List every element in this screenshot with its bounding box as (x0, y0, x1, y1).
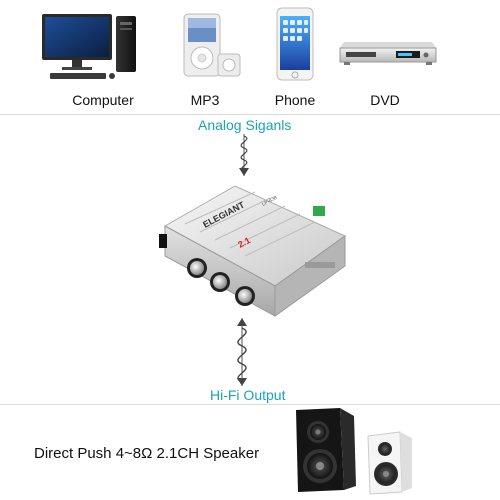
speakers-image (296, 408, 412, 495)
source-label-dvd: DVD (370, 92, 400, 108)
mp3-player-icon (183, 13, 241, 77)
source-label-computer: Computer (72, 92, 134, 108)
dvd-player-icon (339, 42, 437, 65)
source-label-mp3: MP3 (190, 92, 220, 108)
signal-wave-arrow-icon (239, 134, 249, 176)
desktop-computer-icon (42, 14, 136, 79)
top-divider (0, 114, 500, 115)
hifi-output-label: Hi-Fi Output (210, 387, 286, 403)
speaker-description-label: Direct Push 4~8Ω 2.1CH Speaker (34, 445, 260, 462)
analog-signals-label: Analog Siganls (198, 117, 292, 133)
output-wave-arrow-icon (237, 318, 247, 386)
source-label-phone: Phone (274, 92, 316, 108)
amplifier-device-image: ELEGIANT LP-838 2.1 (159, 185, 346, 317)
smartphone-icon (276, 7, 314, 81)
bottom-divider (0, 404, 500, 405)
